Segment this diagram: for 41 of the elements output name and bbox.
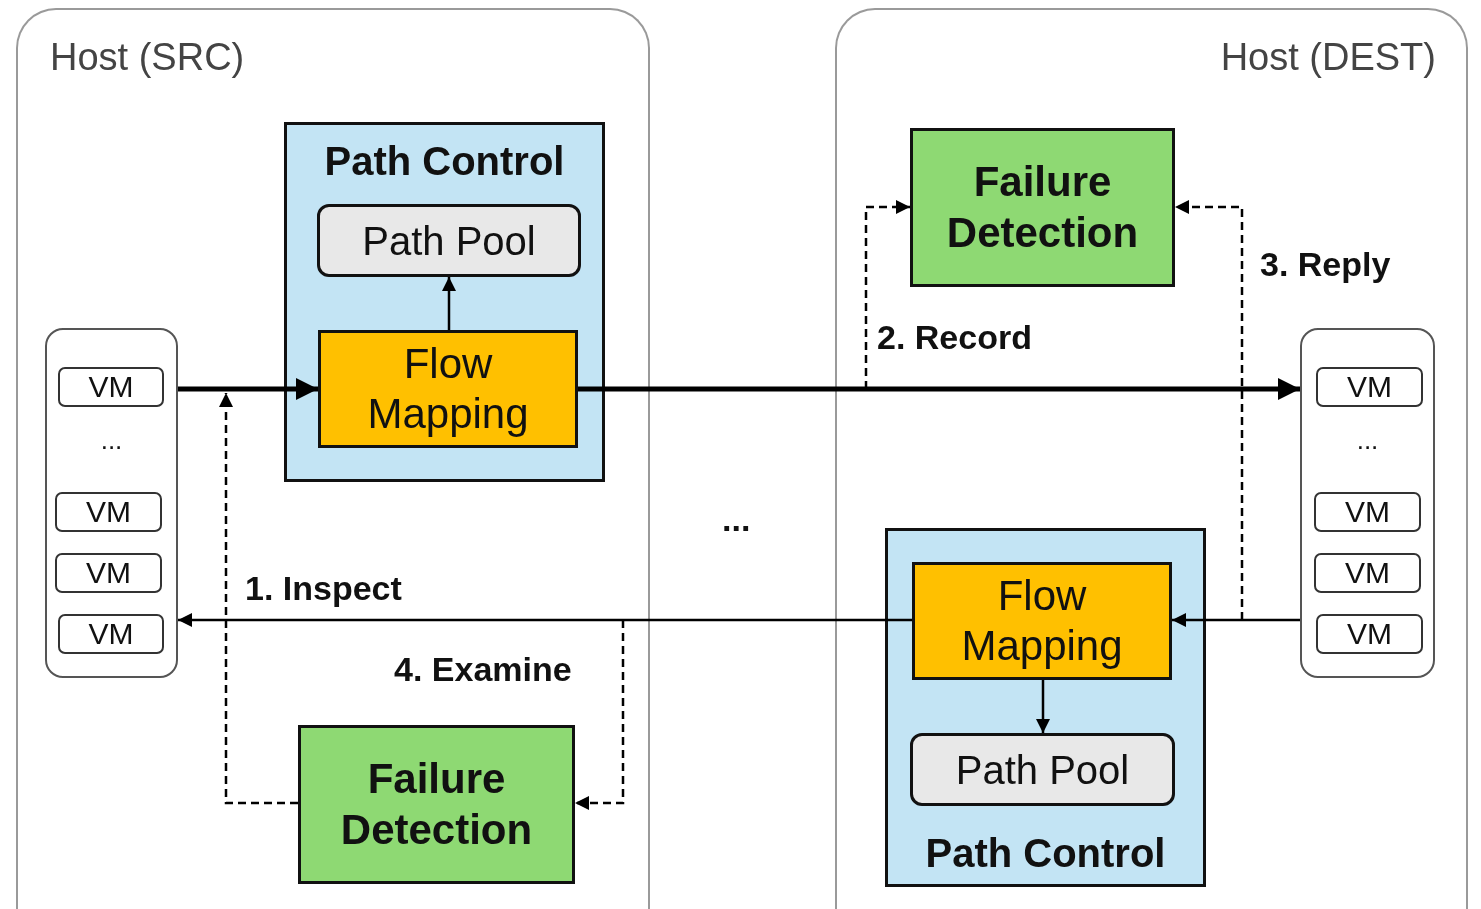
edge-label: 2. Record: [877, 318, 1032, 357]
host-panel: [835, 8, 1468, 909]
flow-mapping-box: Flow Mapping: [912, 562, 1172, 680]
edge-label: 3. Reply: [1260, 245, 1391, 284]
ellipsis-text: ...: [99, 425, 124, 456]
vm-box: VM: [55, 553, 162, 593]
vm-group: [1300, 328, 1435, 678]
arrow: [178, 613, 912, 627]
vm-box: VM: [55, 492, 162, 532]
host-title: Host (DEST): [1220, 36, 1436, 79]
failure-detection-box: Failure Detection: [298, 725, 575, 884]
vm-box: VM: [58, 614, 164, 654]
flow-mapping-box: Flow Mapping: [318, 330, 578, 448]
dashed-arrow: [1175, 200, 1244, 620]
path-control-box: [284, 122, 605, 482]
dashed-arrow: [575, 620, 625, 810]
dashed-arrow: [219, 393, 298, 805]
ellipsis-text: ...: [1355, 425, 1380, 456]
edge-label: 1. Inspect: [245, 569, 402, 608]
vm-box: VM: [58, 367, 164, 407]
vm-box: VM: [1316, 367, 1423, 407]
host-panel: [16, 8, 650, 909]
path-control-box: [885, 528, 1206, 887]
box-title: Path Control: [924, 831, 1167, 876]
dashed-arrow: [864, 200, 910, 389]
host-title: Host (SRC): [50, 36, 245, 79]
failure-detection-box: Failure Detection: [910, 128, 1175, 287]
arrow: [578, 378, 1300, 400]
arrow: [178, 378, 318, 400]
ellipsis-text: ...: [722, 500, 751, 539]
box-title: Path Control: [323, 139, 566, 184]
edge-label: 4. Examine: [394, 650, 572, 689]
path-pool-box: Path Pool: [910, 733, 1175, 806]
arrow: [1172, 613, 1300, 627]
arrow: [442, 277, 456, 330]
vm-box: VM: [1316, 614, 1423, 654]
vm-box: VM: [1314, 492, 1421, 532]
vm-group: [45, 328, 178, 678]
vm-box: VM: [1314, 553, 1421, 593]
arrow: [1036, 680, 1050, 733]
path-pool-box: Path Pool: [317, 204, 581, 277]
